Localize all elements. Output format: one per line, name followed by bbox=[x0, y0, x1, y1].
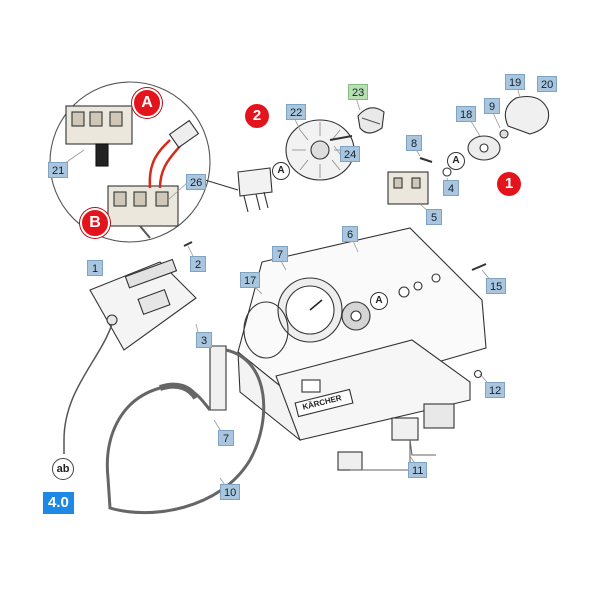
a-marker-icon: A bbox=[447, 152, 465, 170]
part-label-4[interactable]: 4 bbox=[443, 180, 459, 196]
part-label-23[interactable]: 23 bbox=[348, 84, 369, 100]
part-label-9[interactable]: 9 bbox=[484, 98, 500, 114]
part-label-12[interactable]: 12 bbox=[485, 382, 506, 398]
part-label-2[interactable]: 2 bbox=[190, 256, 206, 272]
part-label-24[interactable]: 24 bbox=[340, 146, 361, 162]
part-label-7-bottom[interactable]: 7 bbox=[218, 430, 234, 446]
part-label-15[interactable]: 15 bbox=[486, 278, 507, 294]
part-label-18[interactable]: 18 bbox=[456, 106, 477, 122]
part-label-7-top[interactable]: 7 bbox=[272, 246, 288, 262]
part-label-26[interactable]: 26 bbox=[186, 174, 207, 190]
step-2-badge: 2 bbox=[245, 104, 269, 128]
part-label-17[interactable]: 17 bbox=[240, 272, 261, 288]
part-label-5[interactable]: 5 bbox=[426, 209, 442, 225]
step-1-badge: 1 bbox=[497, 172, 521, 196]
part-label-22[interactable]: 22 bbox=[286, 104, 307, 120]
ab-symbol-icon: ab bbox=[52, 458, 74, 480]
part-label-6[interactable]: 6 bbox=[342, 226, 358, 242]
part-label-21[interactable]: 21 bbox=[48, 162, 69, 178]
callout-b: B bbox=[80, 208, 110, 238]
callout-a: A bbox=[132, 88, 162, 118]
part-label-3[interactable]: 3 bbox=[196, 332, 212, 348]
part-label-19[interactable]: 19 bbox=[505, 74, 526, 90]
a-marker-icon: A bbox=[272, 162, 290, 180]
version-badge: 4.0 bbox=[43, 492, 74, 514]
part-label-10[interactable]: 10 bbox=[220, 484, 241, 500]
part-label-11[interactable]: 11 bbox=[408, 462, 428, 478]
part-label-1[interactable]: 1 bbox=[87, 260, 103, 276]
part-label-20[interactable]: 20 bbox=[537, 76, 558, 92]
part-label-8[interactable]: 8 bbox=[406, 135, 422, 151]
a-marker-icon: A bbox=[370, 292, 388, 310]
